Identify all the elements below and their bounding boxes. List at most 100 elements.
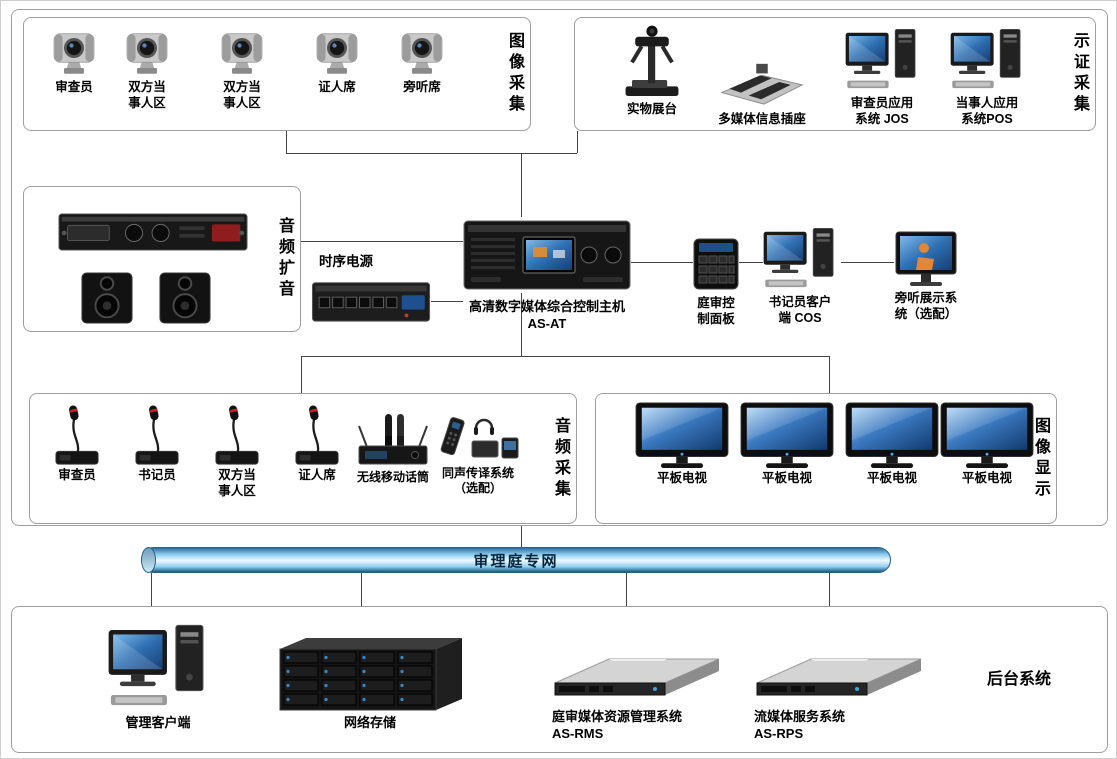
connector-line <box>286 153 577 154</box>
ptz-camera-icon <box>213 28 271 78</box>
tv-label: 平板电视 <box>961 471 1012 485</box>
display-monitor-icon <box>894 231 958 289</box>
document-camera-icon <box>616 24 688 100</box>
mic-label: 证人席 <box>298 468 336 482</box>
mic-label: 审查员 <box>58 468 96 482</box>
mic-label: 双方当事人区 <box>218 468 256 498</box>
amplifier-icon <box>58 211 248 253</box>
flat-tv-icon <box>845 402 939 469</box>
ptz-camera-icon <box>393 28 451 78</box>
control-host-label: 高清数字媒体综合控制主机 AS-AT <box>468 299 625 331</box>
device-label: 庭审媒体资源管理系统 AS-RMS <box>552 709 683 741</box>
interpretation-system: 同声传译系统 （选配） <box>435 414 521 496</box>
speaker-icon <box>80 271 134 325</box>
camera-witness: 证人席 <box>305 28 369 96</box>
speaker-icon <box>158 271 212 325</box>
group-image-display: 图像显示 平板电视 平板电视 平板电视 平板电视 <box>595 393 1057 524</box>
device-label: 审查员应用系统 JOS <box>850 96 914 126</box>
group-title-audio-amplification: 音频扩音 <box>276 217 293 301</box>
camera-parties-1: 双方当事人区 <box>115 28 179 112</box>
storage-server-icon <box>272 633 468 713</box>
flat-tv-2: 平板电视 <box>739 402 835 487</box>
flat-tv-3: 平板电视 <box>844 402 940 487</box>
interpretation-system-label: 同声传译系统 （选配） <box>441 466 514 496</box>
network-storage: 网络存储 <box>270 633 470 732</box>
gooseneck-mic-icon <box>132 400 182 466</box>
wireless-mic-set: 无线移动话筒 <box>354 410 432 485</box>
bus-end-cap <box>141 547 156 573</box>
network-bus-label: 审理庭专网 <box>473 552 559 570</box>
connector-line <box>841 262 894 263</box>
tv-label: 平板电视 <box>656 471 707 485</box>
device-label: 管理客户端 <box>125 715 191 730</box>
flat-tv-icon <box>740 402 834 469</box>
ptz-camera-icon <box>308 28 366 78</box>
interpretation-system-icon <box>436 414 520 464</box>
mic-witness: 证人席 <box>287 400 347 484</box>
flat-tv-icon <box>940 402 1034 469</box>
desktop-computer-icon <box>844 26 920 94</box>
audience-display-monitor: 旁听展示系统（选配） <box>889 231 963 323</box>
multimedia-socket-device: 多媒体信息插座 <box>712 56 812 128</box>
flat-tv-1: 平板电视 <box>634 402 730 487</box>
connector-line <box>521 526 522 547</box>
desktop-computer-icon <box>106 621 210 713</box>
rack-server-icon <box>547 649 723 707</box>
connector-line <box>151 573 152 606</box>
connector-line <box>626 573 627 606</box>
connector-line <box>301 241 463 242</box>
camera-gallery: 旁听席 <box>390 28 454 96</box>
connector-line <box>286 131 287 153</box>
admin-client-pc: 管理客户端 <box>100 621 216 732</box>
multimedia-socket-icon <box>716 56 808 110</box>
connector-line <box>631 262 693 263</box>
rps-server: 流媒体服务系统 AS-RPS <box>744 649 930 742</box>
gooseneck-mic-icon <box>52 400 102 466</box>
mic-clerk: 书记员 <box>127 400 187 484</box>
court-control-panel-label: 庭审控制面板 <box>697 296 735 327</box>
mic-examiner: 审查员 <box>47 400 107 484</box>
camera-label: 证人席 <box>318 80 356 94</box>
connector-line <box>301 356 302 393</box>
connector-line <box>361 573 362 606</box>
group-evidence-capture: 示证采集 实物展台 多媒体信息插座 审查员应用系统 JOS 当事人应用系统POS <box>574 17 1096 131</box>
visualizer-device: 实物展台 <box>607 24 697 118</box>
tv-label: 平板电视 <box>761 471 812 485</box>
connector-line <box>431 301 463 302</box>
group-backend-system: 后台系统 管理客户端 网络存储 庭审媒体资源管理系统 AS-RMS 流媒体服务系… <box>11 606 1108 753</box>
network-bus: 审理庭专网 <box>141 547 891 573</box>
tv-label: 平板电视 <box>866 471 917 485</box>
party-app-pc: 当事人应用系统POS <box>947 26 1027 128</box>
group-title-audio-capture: 音频采集 <box>552 416 569 501</box>
connector-line <box>521 153 522 217</box>
camera-examiner: 审查员 <box>42 28 106 96</box>
ptz-camera-icon <box>45 28 103 78</box>
group-audio-capture: 音频采集 审查员 书记员 双方当事人区 证人席 无线移动话筒 同声传译系统 （选… <box>29 393 577 524</box>
camera-parties-2: 双方当事人区 <box>210 28 274 112</box>
connector-line <box>829 573 830 606</box>
group-title-image-display: 图像显示 <box>1032 416 1049 501</box>
power-sequencer-label: 时序电源 <box>319 254 373 269</box>
group-audio-amplification: 音频扩音 <box>23 186 301 332</box>
ptz-camera-icon <box>118 28 176 78</box>
clerk-client-pc: 书记员客户端 COS <box>755 225 845 327</box>
desktop-computer-icon <box>762 225 838 293</box>
clerk-client-label: 书记员客户端 COS <box>768 295 832 325</box>
device-label: 当事人应用系统POS <box>955 96 1019 126</box>
device-label: 实物展台 <box>626 102 677 116</box>
group-title-image-capture: 图像采集 <box>506 32 523 116</box>
device-label: 多媒体信息插座 <box>718 112 806 126</box>
connector-line <box>301 356 829 357</box>
camera-label: 双方当事人区 <box>223 80 261 110</box>
connector-line <box>521 293 522 356</box>
camera-label: 双方当事人区 <box>128 80 166 110</box>
connector-line <box>577 131 578 153</box>
group-title-backend: 后台系统 <box>987 671 1052 688</box>
wireless-mic-icon <box>355 410 431 468</box>
gooseneck-mic-icon <box>212 400 262 466</box>
front-system-box <box>11 9 1108 526</box>
desktop-computer-icon <box>949 26 1025 94</box>
flat-tv-icon <box>635 402 729 469</box>
power-sequencer-icon <box>311 277 431 325</box>
